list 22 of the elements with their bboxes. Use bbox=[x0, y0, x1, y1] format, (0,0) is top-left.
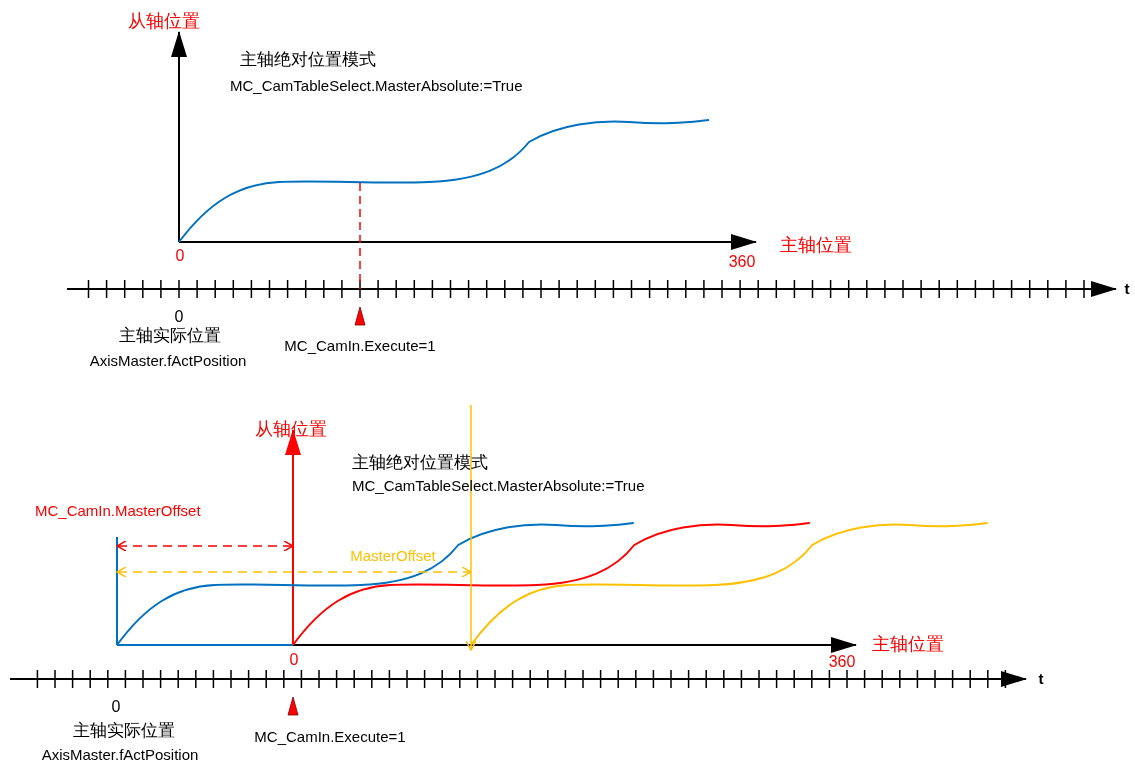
mode-label: 主轴绝对位置模式 bbox=[240, 50, 376, 70]
axis-title: 主轴位置 bbox=[780, 236, 852, 256]
axis-title: 从轴位置 bbox=[255, 420, 327, 440]
offset-label: MC_CamIn.MasterOffset bbox=[35, 502, 201, 520]
parameter-label: MC_CamTableSelect.MasterAbsolute:=True bbox=[230, 77, 523, 95]
trigger-label: MC_CamIn.Execute=1 bbox=[254, 728, 406, 746]
axis-tick-label: 0 bbox=[174, 308, 184, 326]
axis-title: t bbox=[1124, 280, 1130, 298]
axis-tick-label: 360 bbox=[728, 253, 756, 271]
axis-tick-label: 0 bbox=[175, 247, 185, 265]
axis-caption: 主轴实际位置 bbox=[119, 326, 221, 346]
axis-title: 主轴位置 bbox=[872, 635, 944, 655]
axis-tick-label: 360 bbox=[828, 653, 856, 671]
variable-label: AxisMaster.fActPosition bbox=[41, 746, 199, 764]
trigger-label: MC_CamIn.Execute=1 bbox=[284, 337, 436, 355]
variable-label: AxisMaster.fActPosition bbox=[89, 352, 247, 370]
axis-caption: 主轴实际位置 bbox=[73, 721, 175, 741]
axis-tick-label: 0 bbox=[289, 651, 299, 669]
axis-title: 从轴位置 bbox=[128, 12, 200, 32]
axis-title: t bbox=[1038, 670, 1044, 688]
offset-label: MasterOffset bbox=[350, 547, 436, 565]
axis-tick-label: 0 bbox=[111, 698, 121, 716]
